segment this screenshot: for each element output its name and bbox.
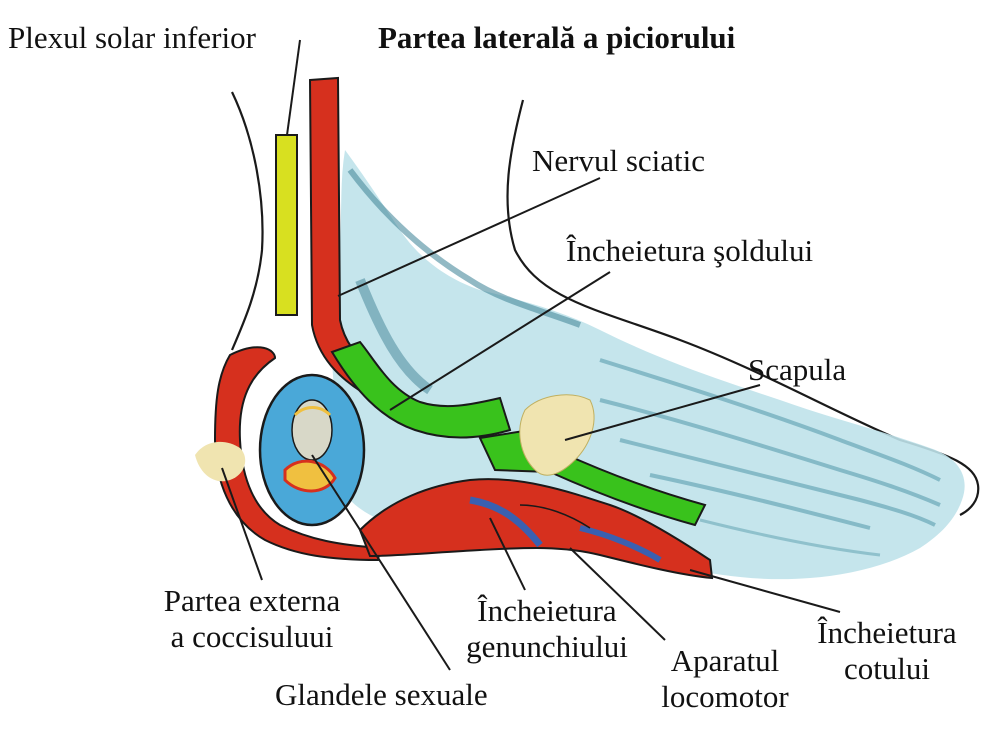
label-incheietura-genunchiului-line1: Încheietura	[477, 593, 617, 628]
label-incheietura-soldului: Încheietura şoldului	[566, 233, 814, 268]
plexul-solar-zone	[275, 134, 298, 316]
diagram-title: Partea laterală a piciorului	[378, 20, 736, 55]
label-partea-externa-line1: Partea externa	[163, 583, 341, 618]
label-plexul-solar: Plexul solar inferior	[8, 20, 256, 55]
leader-lines	[221, 39, 841, 671]
label-aparatul-locomotor-line2: locomotor	[661, 679, 789, 714]
label-partea-externa-line2: a coccisuluui	[170, 619, 334, 654]
label-incheietura-genunchiului-line2: genunchiului	[466, 629, 628, 664]
label-aparatul-locomotor: Aparatul locomotor	[640, 643, 810, 715]
label-incheietura-cotului: Încheietura cotului	[792, 615, 982, 687]
foot-bones	[326, 150, 965, 580]
label-incheietura-genunchiului: Încheietura genunchiului	[452, 593, 642, 665]
label-incheietura-cotului-line2: cotului	[843, 651, 931, 686]
locomotor-zone	[358, 478, 714, 580]
scapula-spot	[519, 394, 595, 476]
label-aparatul-locomotor-line1: Aparatul	[670, 643, 780, 678]
label-partea-externa: Partea externa a coccisuluui	[130, 583, 374, 655]
gland-zone	[258, 373, 366, 527]
label-scapula: Scapula	[748, 352, 847, 387]
label-nervul-sciatic: Nervul sciatic	[532, 143, 706, 178]
coccyx-joint-spot	[195, 441, 246, 482]
foot-outline	[230, 91, 980, 516]
label-glandele-sexuale: Glandele sexuale	[275, 677, 488, 712]
label-incheietura-cotului-line1: Încheietura	[817, 615, 957, 650]
hip-joint-zone	[330, 340, 512, 439]
